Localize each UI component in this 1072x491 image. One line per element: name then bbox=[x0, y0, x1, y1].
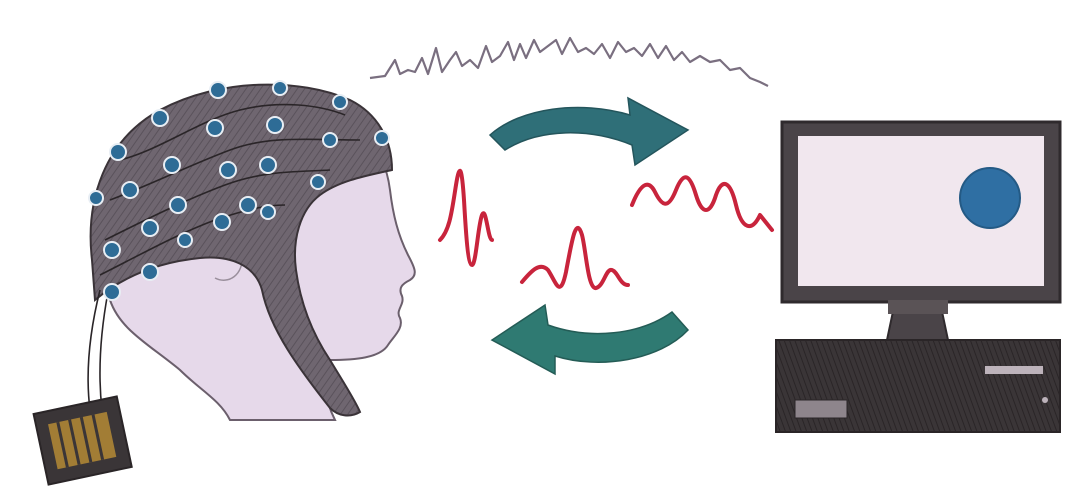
electrode bbox=[311, 175, 325, 189]
electrode bbox=[267, 117, 283, 133]
electrode bbox=[333, 95, 347, 109]
amplifier-box-icon bbox=[34, 396, 132, 484]
electrode bbox=[323, 133, 337, 147]
electrode bbox=[210, 82, 226, 98]
arrow-bottom bbox=[492, 305, 688, 374]
electrode bbox=[178, 233, 192, 247]
electrode bbox=[170, 197, 186, 213]
monitor-neck-cap bbox=[888, 300, 948, 314]
electrode bbox=[261, 205, 275, 219]
electrode bbox=[152, 110, 168, 126]
electrode bbox=[260, 157, 276, 173]
computer-monitor-icon bbox=[782, 122, 1060, 340]
drive-slot-bottom bbox=[795, 400, 847, 418]
signal-right bbox=[632, 177, 772, 230]
electrode bbox=[375, 131, 389, 145]
electrode bbox=[142, 264, 158, 280]
power-light bbox=[1042, 397, 1048, 403]
keyboard-base-icon bbox=[776, 340, 1060, 432]
electrode bbox=[104, 242, 120, 258]
feedback-arrow-icon bbox=[490, 98, 688, 374]
brain-signal-icon bbox=[440, 171, 772, 288]
electrode bbox=[273, 81, 287, 95]
electrode bbox=[110, 144, 126, 160]
arrow-top bbox=[490, 98, 688, 165]
electrode bbox=[207, 120, 223, 136]
electrode bbox=[214, 214, 230, 230]
electrode bbox=[104, 284, 120, 300]
signal-middle bbox=[522, 228, 628, 288]
eeg-cap-head-icon bbox=[88, 81, 415, 420]
electrode bbox=[122, 182, 138, 198]
electrode bbox=[142, 220, 158, 236]
drive-slot-top bbox=[985, 366, 1043, 374]
screen-dot bbox=[960, 168, 1020, 228]
electrode bbox=[164, 157, 180, 173]
electrode bbox=[240, 197, 256, 213]
signal-left bbox=[440, 171, 492, 265]
electrode bbox=[89, 191, 103, 205]
eeg-trace-icon bbox=[370, 38, 768, 86]
electrode bbox=[220, 162, 236, 178]
